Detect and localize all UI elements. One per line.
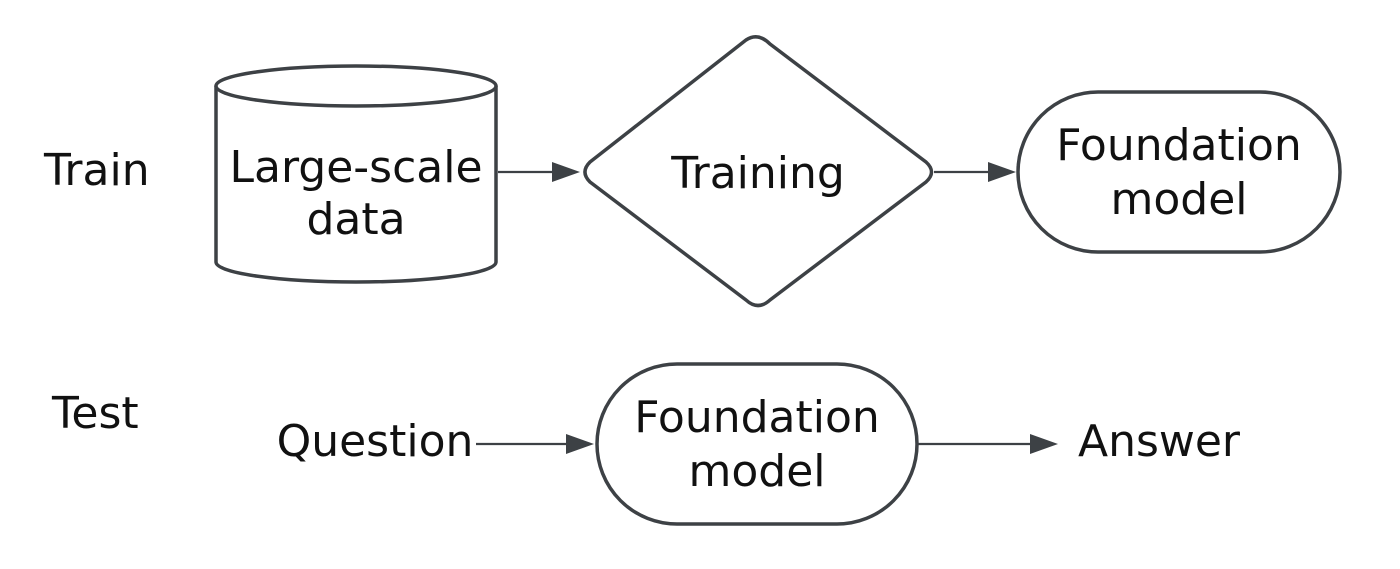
arrow-question-to-model [476,434,594,454]
answer-label: Answer [1078,416,1241,467]
arrow-data-to-training [498,162,580,182]
foundation-model-test: Foundation model [595,362,919,526]
foundation-model-train: Foundation model [1016,90,1342,254]
data-store-cylinder: Large-scale data [214,64,498,284]
training-label: Training [670,148,845,199]
arrow-training-to-model [934,162,1016,182]
foundation-model-test-line2: model [688,446,825,497]
question-label: Question [277,416,474,467]
arrow-model-to-answer [918,434,1058,454]
training-diamond: Training [583,35,934,308]
data-store-label-line2: data [306,194,405,245]
foundation-model-train-line2: model [1110,174,1247,225]
foundation-model-test-line1: Foundation [634,392,880,443]
foundation-model-train-line1: Foundation [1056,120,1302,171]
row-label-test: Test [51,388,139,439]
data-store-label-line1: Large-scale [229,142,482,193]
row-label-train: Train [43,145,150,196]
